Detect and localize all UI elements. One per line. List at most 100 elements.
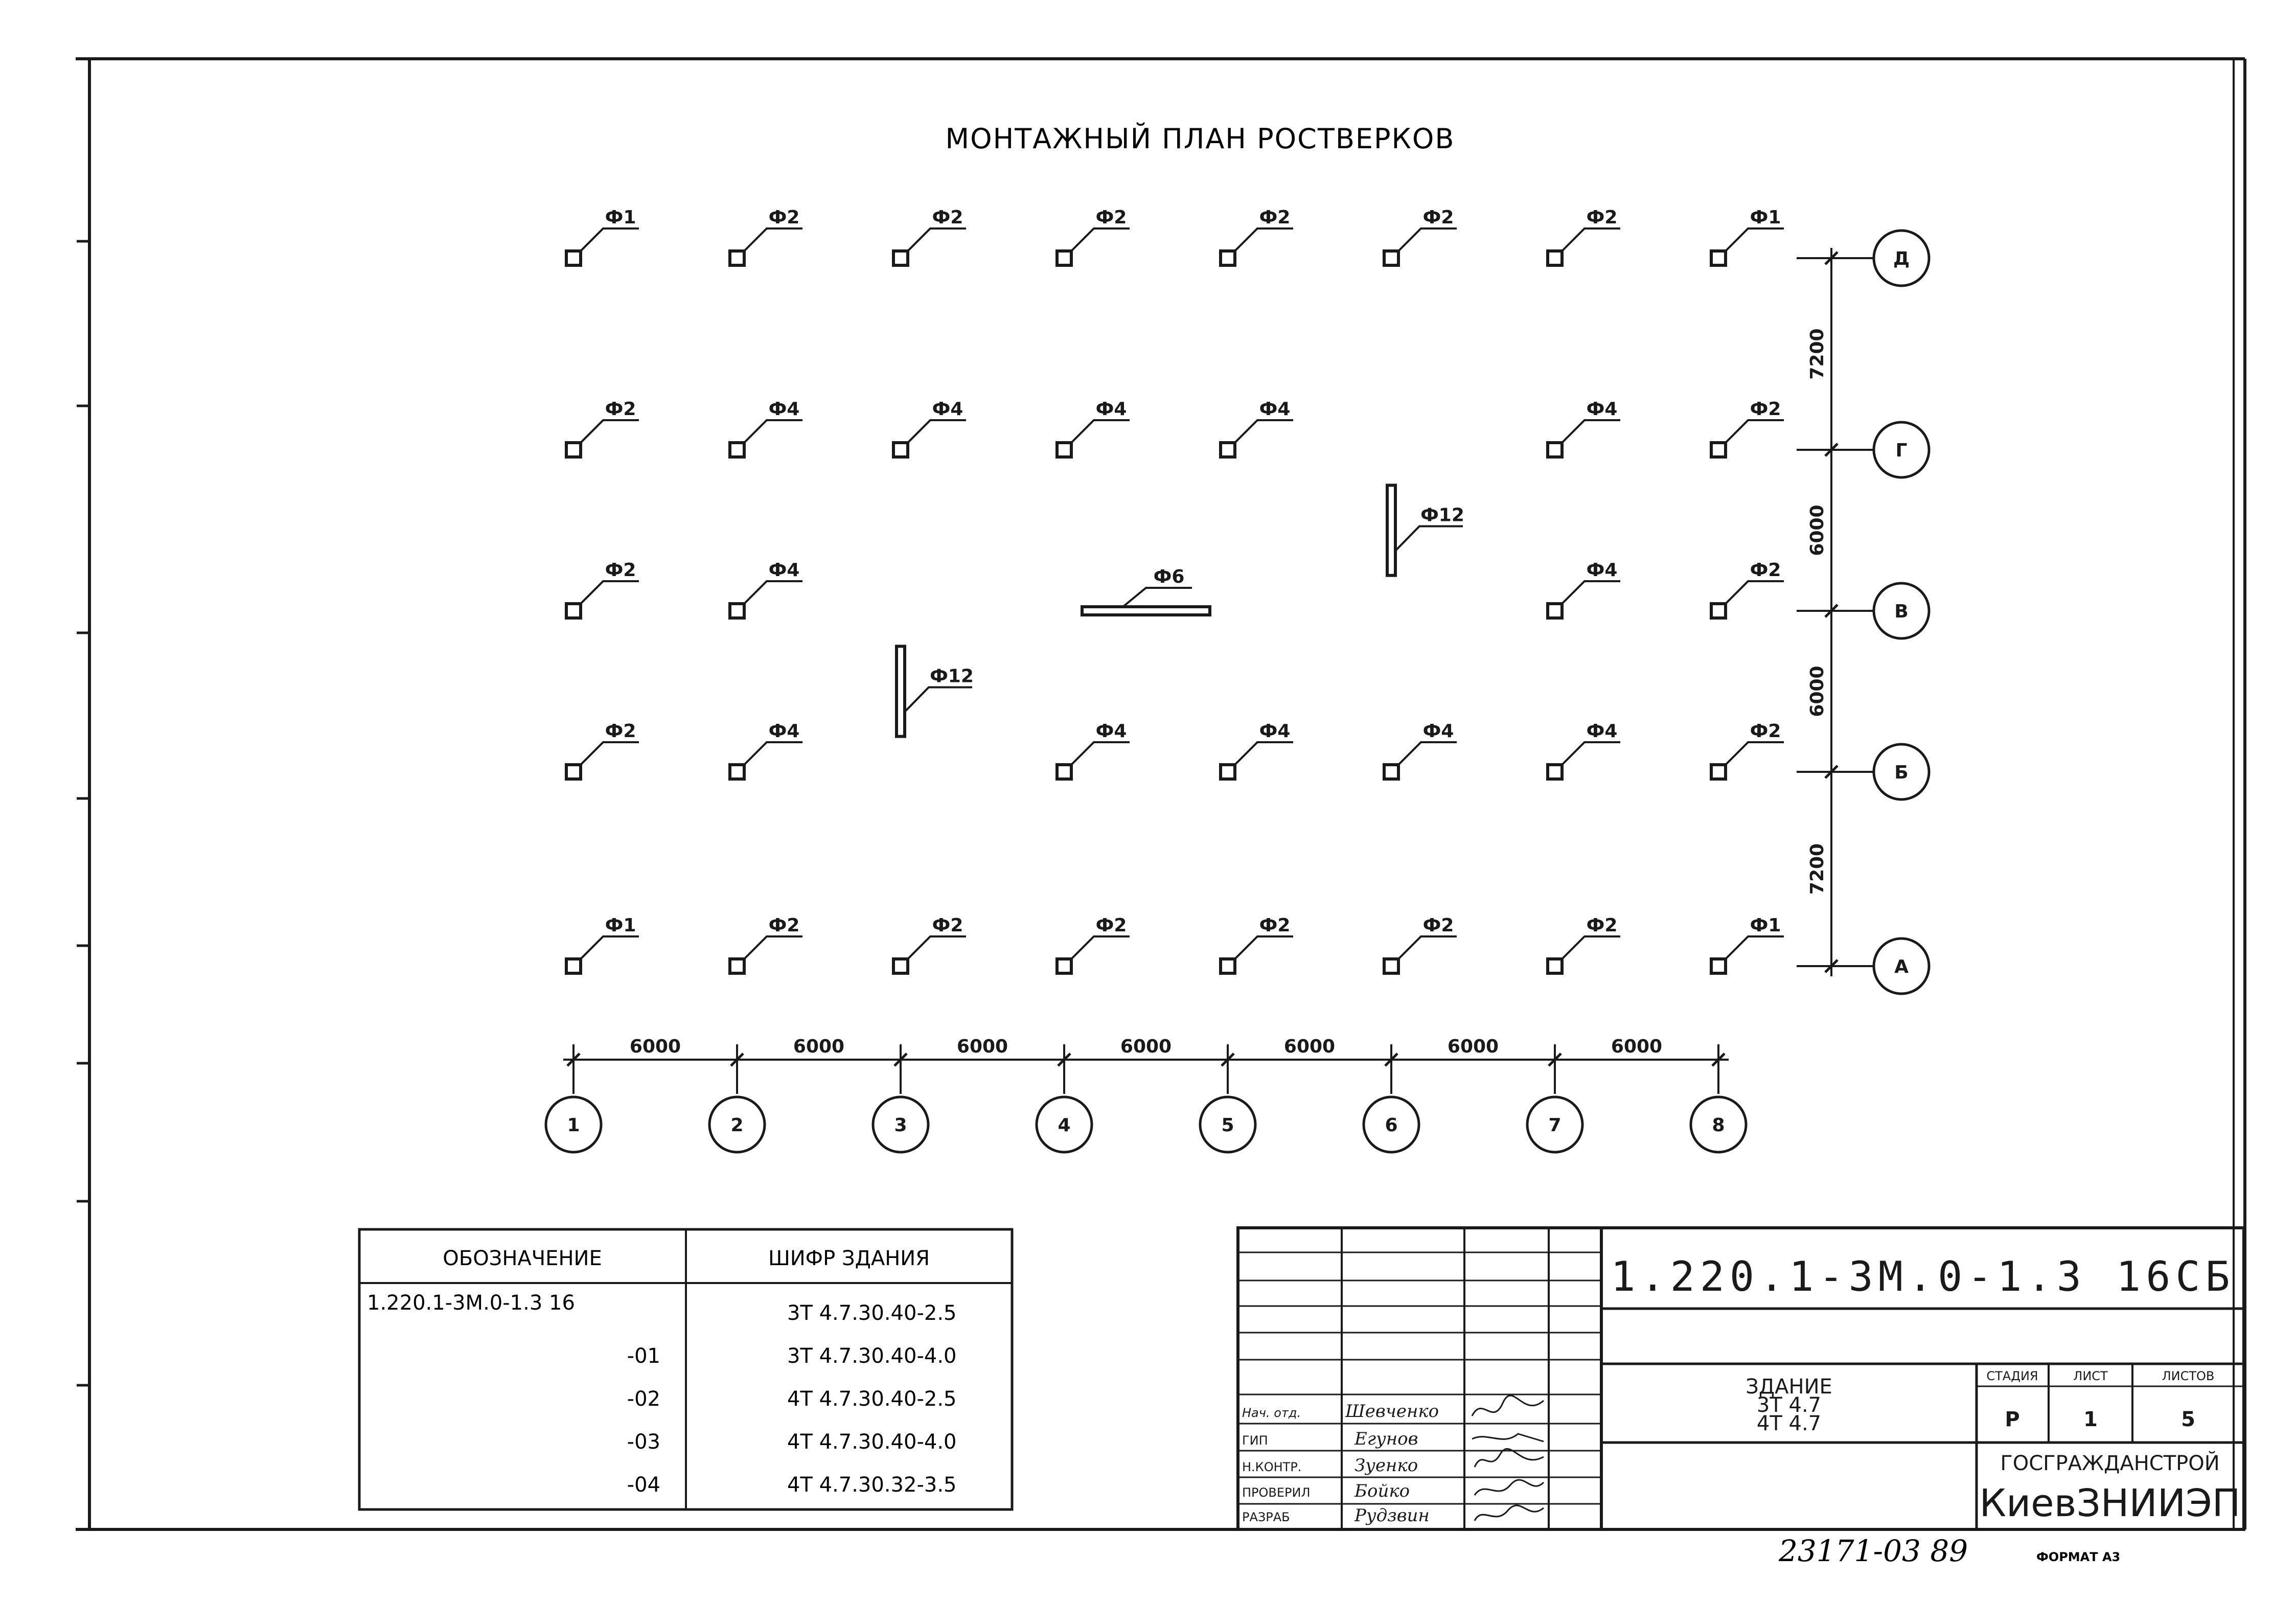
pile-cap (1383, 957, 1400, 975)
designation-cell: 1.220.1-3М.0-1.3 16 (367, 1291, 575, 1315)
inventory-number: 23171-03 89 (1778, 1534, 1968, 1568)
dimension-tick (1057, 1052, 1071, 1067)
row-spacing: 6000 (1807, 505, 1828, 556)
leader-line (906, 419, 966, 445)
leader-line (1069, 741, 1130, 767)
designation-table: ОБОЗНАЧЕНИЕ ШИФР ЗДАНИЯ 1.220.1-3М.0-1.3… (358, 1228, 1014, 1511)
foundation-mark: Ф1 (605, 207, 636, 228)
leader-line (1122, 587, 1192, 608)
column-axis-label: 3 (894, 1115, 907, 1136)
leader-line (1069, 935, 1130, 961)
pile-cap (728, 441, 746, 459)
pile-cap (728, 957, 746, 975)
organization-line-1: ГОСГРАЖДАНСТРОЙ (2000, 1451, 2219, 1475)
signer-name: Рудзвин (1354, 1505, 1430, 1526)
leader-line (1069, 419, 1130, 445)
dimension-tick (1711, 1052, 1726, 1067)
role-label: РАЗРАБ (1242, 1510, 1290, 1524)
dimension-tick (1824, 604, 1839, 618)
foundation-mark: Ф2 (1259, 207, 1291, 228)
foundation-mark: Ф4 (932, 399, 963, 420)
leader-line (906, 227, 966, 253)
column-axis-label: 6 (1385, 1115, 1397, 1136)
foundation-mark: Ф2 (1423, 207, 1454, 228)
foundation-mark: Ф2 (769, 207, 800, 228)
foundation-mark: Ф4 (1259, 399, 1291, 420)
leader-line (742, 580, 802, 606)
signature-marks (1471, 1394, 1545, 1521)
column-spacing: 6000 (630, 1036, 681, 1057)
column-axis-label: 1 (567, 1115, 580, 1136)
building-code-cell: 4Т 4.7.30.40-2.5 (787, 1387, 956, 1411)
dimension-tick (1384, 1052, 1398, 1067)
column-axis-label: 4 (1058, 1115, 1070, 1136)
foundation-mark: Ф1 (1750, 915, 1781, 936)
foundation-mark: Ф4 (1587, 560, 1618, 581)
dimension-tick (1824, 765, 1839, 779)
pile-cap (1219, 441, 1236, 459)
pile-cap (565, 957, 582, 975)
leader-line (1724, 935, 1784, 961)
row-axis-label: Б (1894, 762, 1908, 783)
role-label: Нач. отд. (1242, 1406, 1301, 1420)
row-spacing: 7200 (1807, 328, 1828, 379)
leader-line (579, 935, 639, 961)
leader-line (1396, 935, 1457, 961)
row-axis-bubble (1872, 582, 1931, 640)
pile-cap (1710, 957, 1727, 975)
dimension-tick (730, 1052, 744, 1067)
sheets-value: 5 (2181, 1408, 2195, 1431)
dimension-tick (1824, 959, 1839, 973)
pile-cap (565, 763, 582, 781)
beam-mark: Ф6 (1154, 566, 1185, 587)
dimension-tick (1824, 251, 1839, 265)
leader-line (742, 741, 802, 767)
beam-mark: Ф12 (1420, 505, 1464, 526)
foundation-mark: Ф4 (769, 399, 800, 420)
pile-cap (892, 441, 909, 459)
role-label: Н.КОНТР. (1242, 1460, 1301, 1474)
leader-line (1724, 419, 1784, 445)
title-block-text: 1.220.1-3М.0-1.3 16СБ ЗДАНИЕ 3Т 4.7 4Т 4… (1242, 1253, 2240, 1526)
column-axis-label: 5 (1221, 1115, 1234, 1136)
leader-line (906, 935, 966, 961)
column-axis-bubble (1035, 1095, 1093, 1154)
leader-line (1560, 741, 1620, 767)
building-code-cell: 3Т 4.7.30.40-2.5 (787, 1301, 956, 1325)
leader-line (579, 580, 639, 606)
pile-cap (1219, 763, 1236, 781)
leader-line (1233, 227, 1293, 253)
row-axis-label: В (1894, 601, 1908, 622)
pile-cap (892, 957, 909, 975)
stage-header: СТАДИЯ (1986, 1369, 2038, 1383)
organization-line-2: КиевЗНИИЭП (1980, 1481, 2241, 1525)
leader-line (579, 227, 639, 253)
pile-cap (892, 249, 909, 267)
building-code-cell: 4Т 4.7.30.40-4.0 (787, 1430, 956, 1454)
column-axis-bubble (1689, 1095, 1748, 1154)
column-spacing: 6000 (957, 1036, 1008, 1057)
beam-mark: Ф12 (930, 666, 974, 687)
foundation-mark: Ф4 (769, 560, 800, 581)
leader-line (742, 935, 802, 961)
leader-line (1560, 935, 1620, 961)
foundation-mark: Ф2 (605, 721, 636, 742)
pile-cap (1710, 602, 1727, 620)
leader-line (1724, 741, 1784, 767)
row-spacing: 7200 (1807, 843, 1828, 895)
pile-cap (1383, 763, 1400, 781)
signer-name: Шевченко (1345, 1401, 1439, 1422)
foundation-mark: Ф1 (605, 915, 636, 936)
stage-value: Р (2005, 1408, 2019, 1431)
pile-cap (728, 763, 746, 781)
leader-line (1560, 419, 1620, 445)
strip-beam (1081, 605, 1211, 616)
leader-line (1724, 580, 1784, 606)
column-spacing: 6000 (1611, 1036, 1662, 1057)
foundation-mark: Ф2 (1587, 207, 1618, 228)
leader-line (1233, 419, 1293, 445)
leader-line (904, 686, 972, 713)
row-axis-bubble (1872, 421, 1931, 479)
dimension-tick (566, 1052, 581, 1067)
